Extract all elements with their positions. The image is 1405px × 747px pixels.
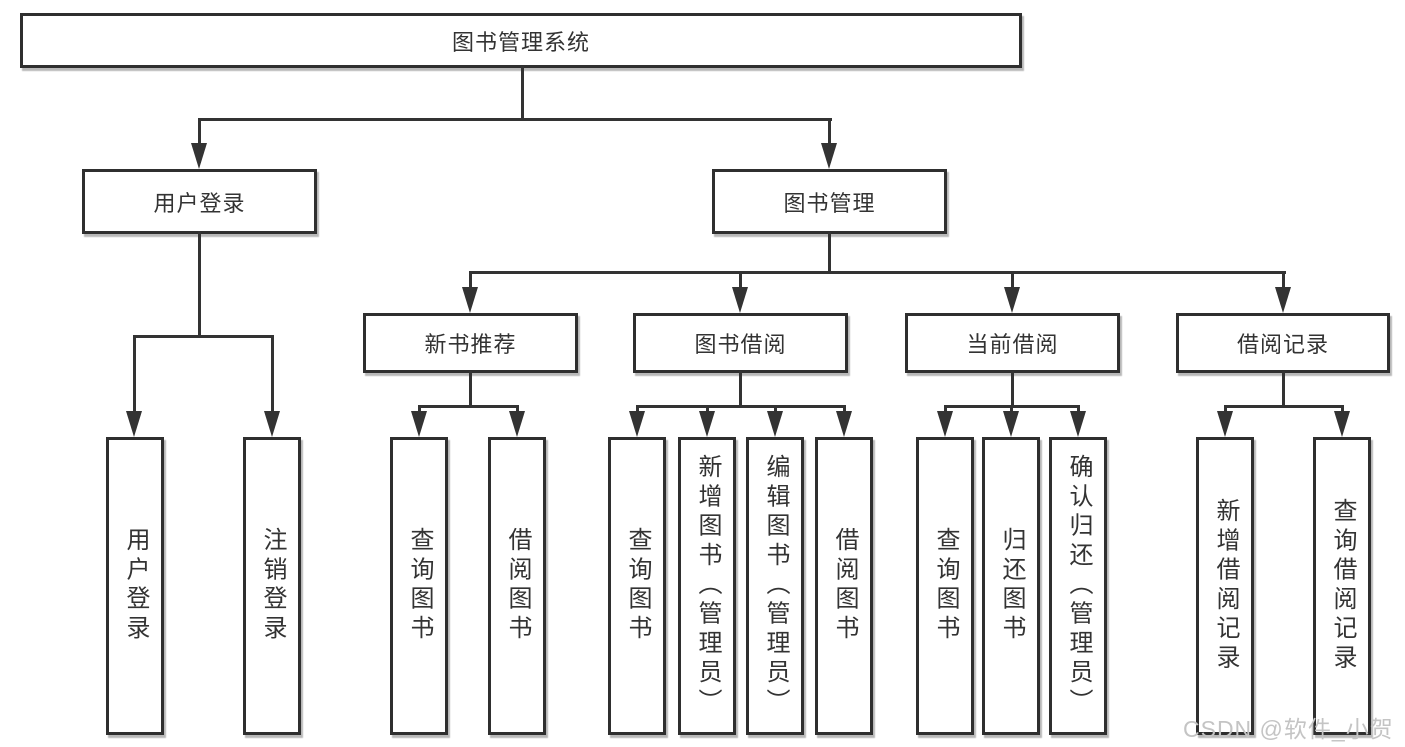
arrow-down (699, 411, 715, 437)
node-user-login-label: 用户登录 (153, 190, 246, 216)
node-current-borrowing: 当前借阅 (905, 313, 1120, 373)
node-book-management-label: 图书管理 (783, 190, 876, 216)
arrow-down (462, 287, 478, 313)
arrow-down (1275, 287, 1291, 313)
connector-v-leaf (843, 405, 846, 415)
leaf-confirm-return-admin-label: 确认归还（管理员） (1065, 454, 1092, 718)
leaf-query-books-current: 查询图书 (916, 437, 974, 735)
leaf-add-book-admin-label: 新增图书（管理员） (694, 454, 721, 718)
leaf-borrow-books-recommend-label: 借阅图书 (504, 527, 531, 645)
leaf-query-books-recommend-label: 查询图书 (406, 527, 433, 645)
leaf-edit-book-admin: 编辑图书（管理员） (746, 437, 804, 735)
arrow-down (1003, 411, 1019, 437)
node-current-borrowing-label: 当前借阅 (966, 332, 1059, 357)
arrow-down (767, 411, 783, 437)
node-new-book-recommendation: 新书推荐 (363, 313, 578, 373)
connector-v-leaf (774, 405, 777, 415)
connector-h-level2 (198, 118, 832, 121)
arrow-down (411, 411, 427, 437)
arrow-down (821, 143, 837, 169)
connector-v-leaf (1224, 405, 1227, 415)
leaf-query-borrow-record: 查询借阅记录 (1313, 437, 1371, 735)
arrow-down (1217, 411, 1233, 437)
arrow-down (836, 411, 852, 437)
arrow-down (126, 411, 142, 437)
node-book-borrowing: 图书借阅 (633, 313, 848, 373)
leaf-return-books-label: 归还图书 (998, 527, 1025, 645)
arrow-down (629, 411, 645, 437)
arrow-down (1004, 287, 1020, 313)
leaf-query-borrow-record-label: 查询借阅记录 (1329, 498, 1356, 674)
leaf-add-book-admin: 新增图书（管理员） (678, 437, 736, 735)
arrow-down (1070, 411, 1086, 437)
leaf-logout: 注销登录 (243, 437, 301, 735)
node-root: 图书管理系统 (20, 13, 1022, 68)
leaf-query-books-borrowing: 查询图书 (608, 437, 666, 735)
connector-v-book-management (828, 118, 831, 163)
connector-v-current-borrowing (1011, 271, 1014, 291)
leaf-user-login: 用户登录 (106, 437, 164, 735)
connector-v-stem (1282, 371, 1285, 408)
leaf-borrow-books-borrowing: 借阅图书 (815, 437, 873, 735)
node-user-login: 用户登录 (82, 169, 317, 234)
leaf-edit-book-admin-label: 编辑图书（管理员） (762, 454, 789, 718)
node-borrowing-records: 借阅记录 (1176, 313, 1390, 373)
node-borrowing-records-label: 借阅记录 (1236, 332, 1329, 357)
leaf-borrow-books-recommend: 借阅图书 (488, 437, 546, 735)
connector-v-leaf (1077, 405, 1080, 415)
leaf-confirm-return-admin: 确认归还（管理员） (1049, 437, 1107, 735)
leaf-add-borrow-record-label: 新增借阅记录 (1212, 498, 1239, 674)
leaf-logout-label: 注销登录 (259, 527, 286, 645)
connector-v-user-login-stem (198, 231, 201, 335)
connector-h-branch (636, 405, 846, 408)
connector-v-leaf (706, 405, 709, 415)
node-new-book-recommendation-label: 新书推荐 (424, 332, 517, 357)
leaf-query-books-current-label: 查询图书 (932, 527, 959, 645)
connector-v-stem (739, 371, 742, 408)
connector-v-book-management-stem (828, 232, 831, 274)
connector-v-leaf (516, 405, 519, 415)
connector-h-branch (1224, 405, 1344, 408)
node-root-label: 图书管理系统 (451, 29, 590, 55)
leaf-add-borrow-record: 新增借阅记录 (1196, 437, 1254, 735)
connector-v-book-borrowing (739, 271, 742, 291)
connector-h-branch (418, 405, 519, 408)
arrow-down (937, 411, 953, 437)
leaf-user-login-label: 用户登录 (122, 527, 149, 645)
leaf-return-books: 归还图书 (982, 437, 1040, 735)
connector-v-borrowing-records (1282, 271, 1285, 291)
connector-v-leaf (636, 405, 639, 415)
arrow-down (732, 287, 748, 313)
connector-v-leaf (944, 405, 947, 415)
connector-v-leaf (133, 335, 136, 413)
connector-v-user-login (198, 118, 201, 163)
connector-v-leaf (1010, 405, 1013, 415)
arrow-down (1334, 411, 1350, 437)
arrow-down (191, 143, 207, 169)
csdn-watermark: CSDN @软件_小贺同学 (1183, 716, 1394, 742)
connector-h-level3 (469, 271, 1286, 274)
connector-h-user-login (133, 335, 274, 338)
arrow-down (264, 411, 280, 437)
connector-v-new-book (469, 271, 472, 291)
leaf-query-books-borrowing-label: 查询图书 (624, 527, 651, 645)
connector-v-leaf (1341, 405, 1344, 415)
node-book-borrowing-label: 图书借阅 (694, 332, 787, 357)
connector-v-leaf (271, 335, 274, 413)
node-book-management: 图书管理 (712, 169, 947, 234)
arrow-down (509, 411, 525, 437)
connector-v-stem (1011, 371, 1014, 408)
connector-v-root (521, 66, 524, 118)
connector-v-leaf (418, 405, 421, 415)
leaf-borrow-books-borrowing-label: 借阅图书 (831, 527, 858, 645)
leaf-query-books-recommend: 查询图书 (390, 437, 448, 735)
connector-v-stem (469, 371, 472, 408)
